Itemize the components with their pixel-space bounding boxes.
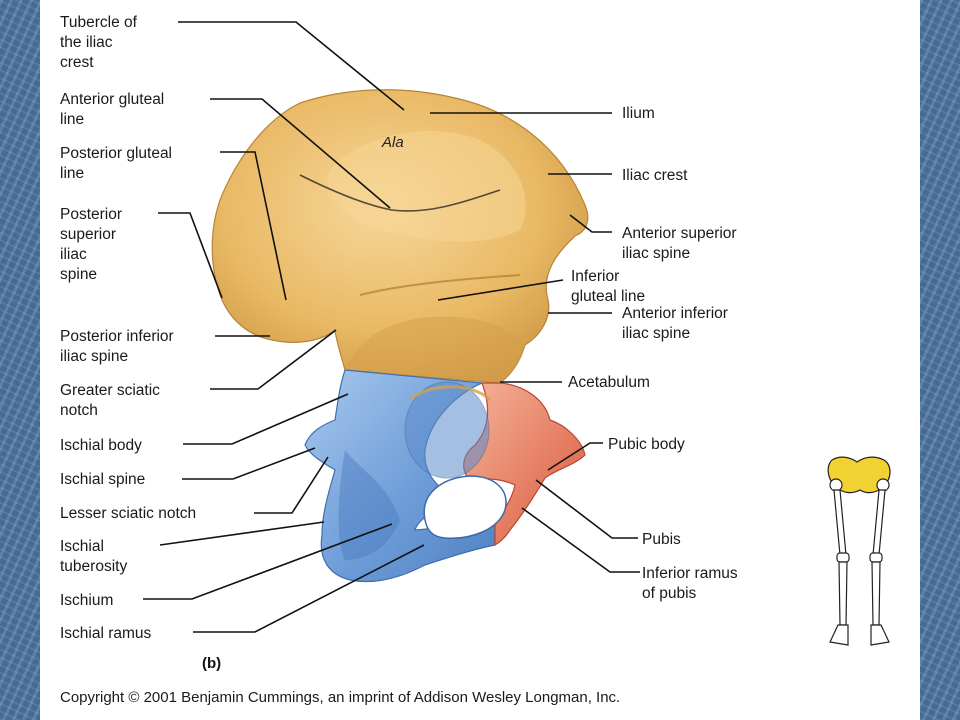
tubercle-leader [178, 21, 405, 111]
greater-sciatic-leader [210, 329, 337, 390]
inferior-gluteal-line-curve [359, 274, 521, 296]
locator-right-foot [870, 624, 890, 646]
lesser-sciatic-leader [254, 456, 329, 514]
skeleton-locator-thumbnail [827, 456, 891, 646]
locator-right-tibia [871, 561, 881, 626]
anterior-superior-spine-leader [569, 214, 612, 233]
locator-left-knee [836, 552, 850, 563]
ala-label: Ala [381, 134, 404, 151]
ischial-tuberosity-leader [159, 521, 325, 546]
hip-bone-diagram: Ala Tubercle of the iliac crest Anterior… [60, 14, 891, 706]
label-anterior-gluteal-line: Anterior gluteal line [60, 91, 169, 128]
obturator-foramen [423, 475, 507, 539]
label-tubercle-iliac-crest: Tubercle of the iliac crest [60, 14, 141, 71]
pubis-leader [535, 479, 638, 539]
ilium-fossa-shading [327, 131, 526, 242]
label-posterior-inferior-iliac-spine: Posterior inferior iliac spine [60, 328, 178, 365]
label-ischial-ramus: Ischial ramus [60, 625, 152, 642]
ilium-shading [345, 316, 525, 383]
posterior-gluteal-leader [220, 151, 287, 301]
left-background-texture [0, 0, 40, 720]
posterior-superior-spine-leader [158, 212, 223, 299]
label-anterior-superior-iliac-spine: Anterior superior iliac spine [622, 225, 741, 262]
label-ischial-body: Ischial body [60, 437, 142, 454]
locator-right-knee [869, 552, 883, 563]
inferior-gluteal-leader [437, 279, 564, 301]
label-greater-sciatic-notch: Greater sciatic notch [60, 382, 164, 419]
label-ilium: Ilium [622, 105, 655, 122]
locator-left-tibia [838, 561, 848, 626]
label-ischium: Ischium [60, 592, 113, 609]
locator-right-femoral-head [876, 478, 890, 492]
label-posterior-gluteal-line: Posterior gluteal line [60, 145, 176, 182]
slide-panel: Ala Tubercle of the iliac crest Anterior… [40, 0, 920, 720]
ischial-ramus-leader [193, 544, 425, 633]
pubic-body-leader [547, 442, 603, 471]
label-ischial-spine: Ischial spine [60, 471, 145, 488]
acetabulum-rim [408, 385, 492, 402]
label-posterior-superior-iliac-spine: Posterior superior iliac spine [60, 206, 126, 283]
label-ischial-tuberosity: Ischial tuberosity [60, 538, 127, 575]
label-lesser-sciatic-notch: Lesser sciatic notch [60, 505, 196, 522]
right-background-texture [920, 0, 960, 720]
locator-left-foot [829, 624, 849, 646]
label-anterior-inferior-iliac-spine: Anterior inferior iliac spine [622, 305, 732, 342]
label-pubic-body: Pubic body [608, 436, 685, 453]
locator-right-femur [872, 489, 886, 556]
inferior-ramus-leader [521, 507, 640, 573]
ischial-body-leader [183, 393, 349, 445]
acetabulum-socket [404, 381, 490, 479]
ischium-shading [338, 450, 400, 560]
label-inferior-gluteal-line: Inferior gluteal line [571, 268, 645, 305]
anterior-gluteal-leader [210, 98, 391, 209]
label-acetabulum: Acetabulum [568, 374, 650, 391]
label-inferior-ramus-pubis: Inferior ramus of pubis [642, 565, 742, 602]
figure-part-label: (b) [202, 655, 221, 672]
anterior-gluteal-line [299, 174, 501, 212]
copyright-notice: Copyright © 2001 Benjamin Cummings, an i… [60, 689, 620, 706]
locator-left-femur [833, 489, 847, 556]
ischium-leader [143, 523, 393, 600]
label-iliac-crest: Iliac crest [622, 167, 688, 184]
label-pubis: Pubis [642, 531, 681, 548]
ischial-spine-leader [182, 447, 316, 480]
locator-left-femoral-head [829, 478, 843, 492]
